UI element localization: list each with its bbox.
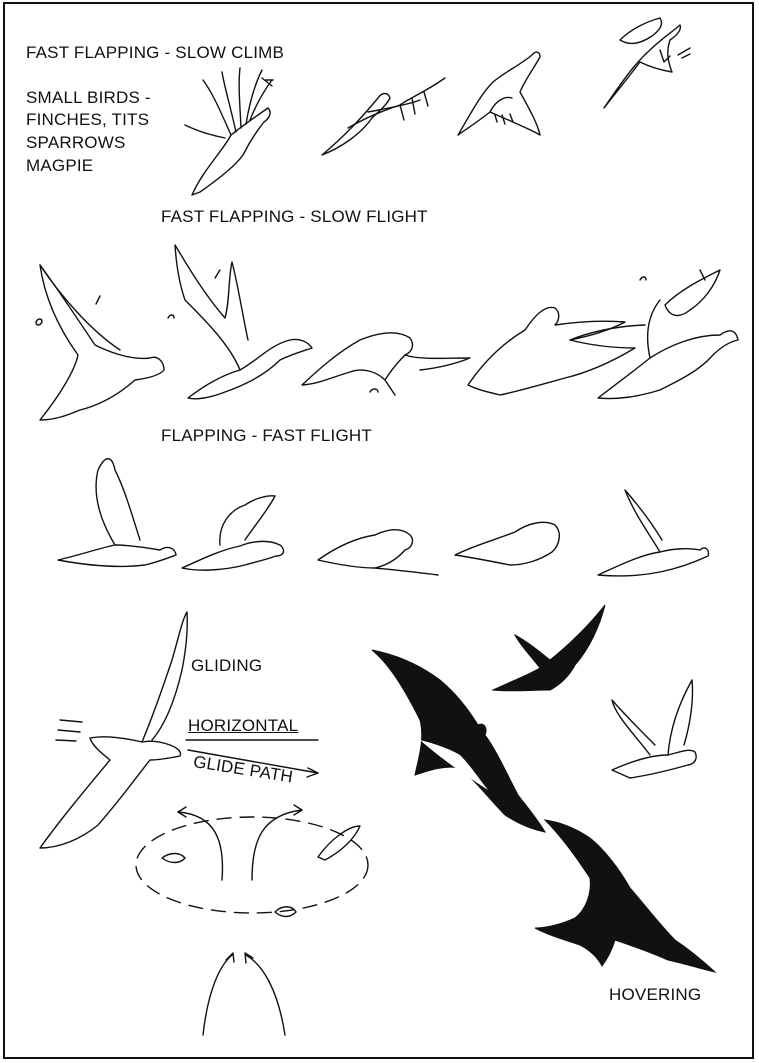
silhouette-bird-small xyxy=(493,605,605,691)
bird-slow-flight-1 xyxy=(36,265,164,420)
bird-fast-flight-2 xyxy=(182,496,283,570)
bird-climb-2 xyxy=(322,78,445,155)
silhouettes xyxy=(372,605,715,972)
bird-slow-flight-2 xyxy=(168,245,312,399)
bird-dove xyxy=(612,680,696,778)
silhouette-hawk xyxy=(535,820,715,972)
bird-slow-flight-5 xyxy=(598,270,738,399)
silhouette-eagle xyxy=(372,650,545,832)
thermal-circle xyxy=(136,805,368,1035)
bird-climb-1 xyxy=(185,68,273,195)
bird-fast-flight-3 xyxy=(318,530,438,575)
bird-fast-flight-1 xyxy=(58,459,176,567)
bird-fast-flight-5 xyxy=(598,490,708,576)
bird-slow-flight-3 xyxy=(302,333,470,395)
bird-climb-4 xyxy=(604,18,690,108)
bird-fast-flight-4 xyxy=(455,522,559,565)
bird-climb-3 xyxy=(458,52,540,135)
